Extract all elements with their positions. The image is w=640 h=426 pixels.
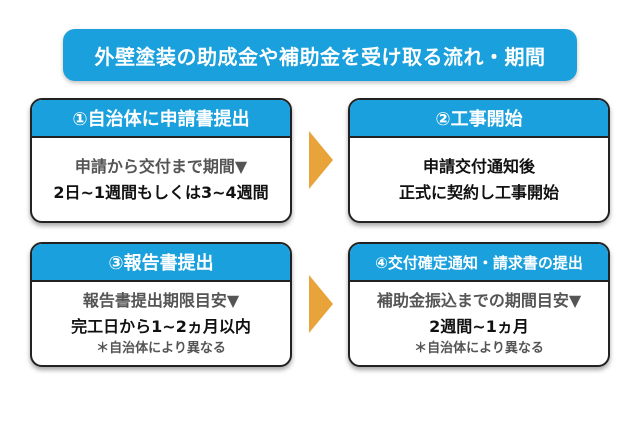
step-1-line-1: 申請から交付まで期間▼	[74, 156, 248, 176]
step-3-header: ③報告書提出	[32, 244, 290, 282]
step-card-4: ④交付確定通知・請求書の提出 補助金振込までの期間目安▼ 2週間~1ヵ月 ＊自治…	[348, 242, 610, 367]
step-4-line-2: 2週間~1ヵ月	[429, 316, 529, 336]
arrow-right-icon	[309, 275, 333, 333]
step-4-body: 補助金振込までの期間目安▼ 2週間~1ヵ月 ＊自治体により異なる	[350, 282, 608, 363]
step-2-line-1: 申請交付通知後	[422, 156, 535, 176]
step-2-header: ②工事開始	[350, 100, 608, 138]
step-2-body: 申請交付通知後 正式に契約し工事開始	[350, 138, 608, 219]
step-4-header: ④交付確定通知・請求書の提出	[350, 244, 608, 282]
step-3-body: 報告書提出期限目安▼ 完工日から1~2ヵ月以内 ＊自治体により異なる	[32, 282, 290, 363]
diagram-title: 外壁塗装の助成金や補助金を受け取る流れ・期間	[63, 29, 577, 81]
step-3-note: ＊自治体により異なる	[96, 340, 226, 356]
flow-arrow-2	[309, 275, 333, 333]
step-4-line-1: 補助金振込までの期間目安▼	[376, 290, 582, 310]
step-card-3: ③報告書提出 報告書提出期限目安▼ 完工日から1~2ヵ月以内 ＊自治体により異な…	[30, 242, 292, 367]
step-3-line-1: 報告書提出期限目安▼	[82, 290, 240, 310]
arrow-right-icon	[309, 131, 333, 189]
step-card-2: ②工事開始 申請交付通知後 正式に契約し工事開始	[348, 98, 610, 223]
step-1-body: 申請から交付まで期間▼ 2日~1週間もしくは3~4週間	[32, 138, 290, 219]
step-4-note: ＊自治体により異なる	[414, 340, 544, 356]
step-2-line-2: 正式に契約し工事開始	[398, 182, 559, 202]
step-card-1: ①自治体に申請書提出 申請から交付まで期間▼ 2日~1週間もしくは3~4週間	[30, 98, 292, 223]
flow-arrow-1	[309, 131, 333, 189]
step-1-header: ①自治体に申請書提出	[32, 100, 290, 138]
step-3-line-2: 完工日から1~2ヵ月以内	[71, 316, 251, 336]
step-1-line-2: 2日~1週間もしくは3~4週間	[53, 182, 269, 202]
